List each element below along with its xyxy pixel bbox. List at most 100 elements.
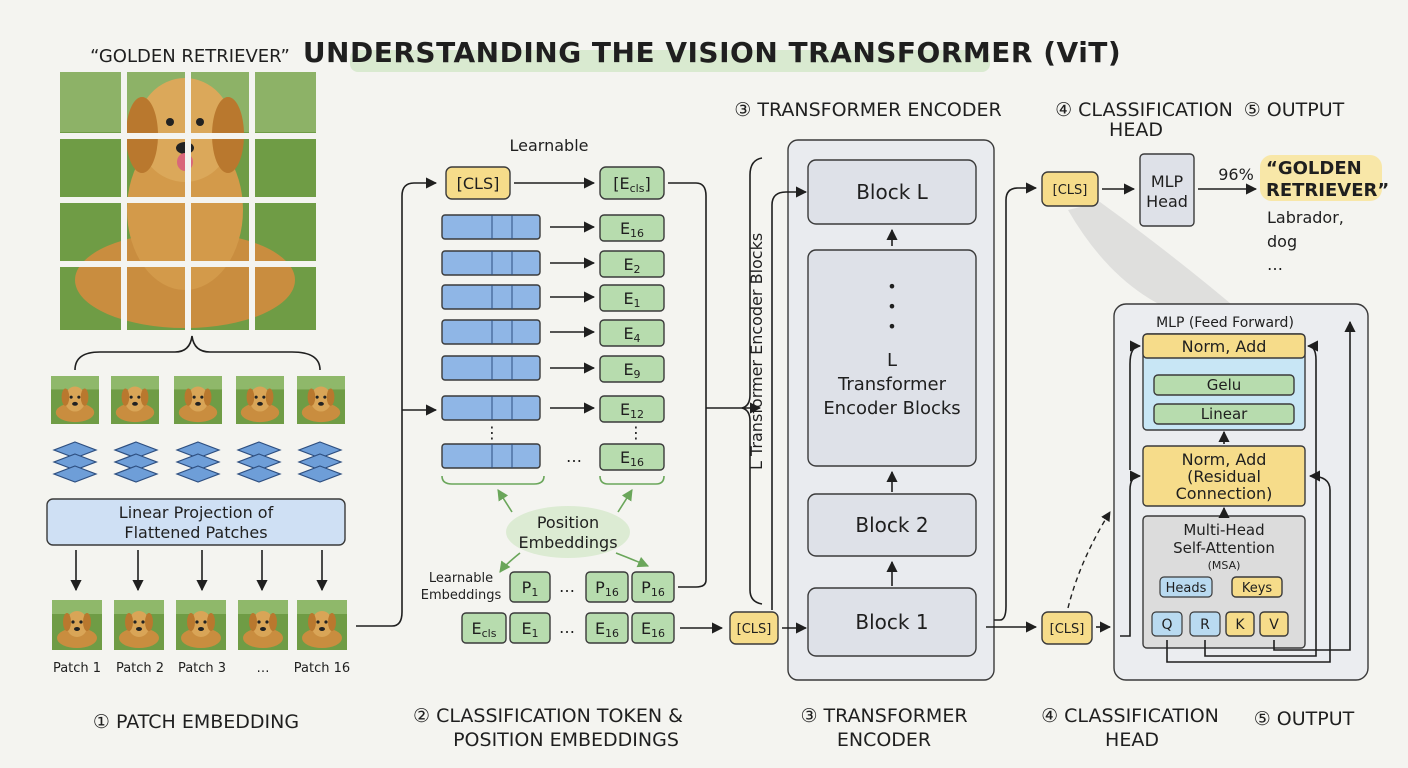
patch-label: … [257,661,270,676]
alt-prediction-2: dog [1267,232,1297,251]
k-label: K [1235,617,1245,633]
gelu-label: Gelu [1207,376,1242,394]
head-header-2: HEAD [1109,119,1163,141]
patch-label: Patch 2 [116,661,164,676]
learnable-label: Learnable [510,136,589,155]
layer-stack-icon [53,441,97,483]
footer-patch-embedding: ① PATCH EMBEDDING [93,711,299,733]
head-cls-bottom-label: [CLS] [1050,622,1085,637]
mhsa-label-2: Self-Attention [1173,539,1275,557]
mlp-head-label-1: MLP [1151,172,1184,191]
embedding-label: E4 [623,324,640,345]
e-cls-label: [Ecls] [613,174,650,195]
footer-head-2: HEAD [1105,729,1159,751]
stack-label-2: Transformer [837,374,947,395]
alt-prediction-3: … [1267,255,1283,274]
p-token-label: P1 [522,578,539,599]
prediction-highlight [1260,155,1382,201]
footer-head-1: ④ CLASSIFICATION [1041,705,1219,727]
mlp-head-label-2: Head [1146,192,1188,211]
stack-label-3: Encoder Blocks [823,398,960,419]
head-cls-top [1041,171,1099,207]
projection-line2: Flattened Patches [124,523,267,542]
patch-brace [74,335,321,371]
pos-arrow-down-right [615,552,650,568]
block-l-label: Block L [856,180,928,204]
projection-line1: Linear Projection of [119,503,274,522]
layer-stack-icon [298,441,342,483]
pos-arrow-up-left [497,489,513,513]
block-2-label: Block 2 [855,513,928,537]
footer-encoder-1: ③ TRANSFORMER [800,705,967,727]
norm-add-label: Norm, Add [1182,337,1267,356]
cls-token-label: [CLS] [457,174,500,193]
e-cls-box [599,166,665,200]
encoder-cls-label: [CLS] [737,622,772,637]
cls-token-box [445,166,511,200]
footer-encoder-2: ENCODER [837,729,931,751]
layer-stack-icon [237,441,281,483]
embedding-label: E12 [620,400,644,421]
r-box [1189,611,1221,637]
v-label: V [1269,617,1279,633]
position-embeddings-bubble [506,506,630,558]
residual-label-1: Norm, Add [1182,450,1267,469]
pos-arrow-up-right [617,489,633,513]
heads-box [1159,576,1213,598]
combined-token-label: E1 [521,619,538,640]
norm-add-residual [1142,445,1306,507]
position-label-2: Embeddings [518,533,617,552]
residual-label-3: Connection) [1176,484,1273,503]
embedding-label: E2 [623,255,640,276]
combined-token-label: E16 [641,619,665,640]
block-l [807,159,977,225]
pos-arrow-down-left [499,552,521,573]
keys-box [1231,576,1283,598]
p-token-label: P16 [595,578,619,599]
patch-thumbnails [51,376,345,424]
rows-brace-left [441,475,545,485]
encoder-stack [807,249,977,467]
residual-label-2: (Residual [1187,467,1261,486]
stack-dot: • [887,297,896,316]
vertical-ellipsis: ⋮ [484,423,500,442]
title-highlight [350,50,990,72]
mhsa-label-1: Multi-Head [1183,521,1264,539]
heads-label: Heads [1166,581,1207,596]
block-1 [807,587,977,657]
block-2 [807,493,977,557]
horizontal-ellipsis: … [559,618,575,637]
keys-label: Keys [1242,581,1273,596]
head-cls-bottom [1041,611,1093,645]
page-title: UNDERSTANDING THE VISION TRANSFORMER (Vi… [303,36,1121,69]
patch-label: Patch 3 [178,661,226,676]
output-header: ⑤ OUTPUT [1244,99,1345,121]
linear-label: Linear [1201,405,1248,423]
input-image-grid [60,72,316,330]
q-box [1151,611,1183,637]
zoom-shade [1068,202,1250,320]
embedding-label: E16 [620,448,644,469]
mhsa-label-3: (MSA) [1208,559,1241,572]
horizontal-ellipsis: … [559,577,575,596]
combined-token-label: Ecls [472,619,497,640]
head-header-1: ④ CLASSIFICATION [1055,99,1233,121]
encoder-header: ③ TRANSFORMER ENCODER [734,99,1001,121]
input-label: “GOLDEN RETRIEVER” [90,46,290,67]
detail-connectors [1120,320,1356,663]
v-box [1259,611,1289,637]
head-cls-top-label: [CLS] [1053,183,1088,198]
q-label: Q [1161,617,1172,633]
learnable-embeddings-1: Learnable [429,571,493,586]
combined-token-row: Ecls E1 … E16 E16 [461,612,675,644]
block-1-label: Block 1 [855,610,928,634]
output-patches [52,600,347,650]
footer-class-token-2: POSITION EMBEDDINGS [453,729,679,751]
residual-loop [771,186,808,610]
r-label: R [1200,617,1210,633]
prediction-line1: “GOLDEN [1266,158,1362,179]
row-arrows [550,221,596,414]
patch-token-rows [441,214,541,469]
layer-stack-icon [114,441,158,483]
